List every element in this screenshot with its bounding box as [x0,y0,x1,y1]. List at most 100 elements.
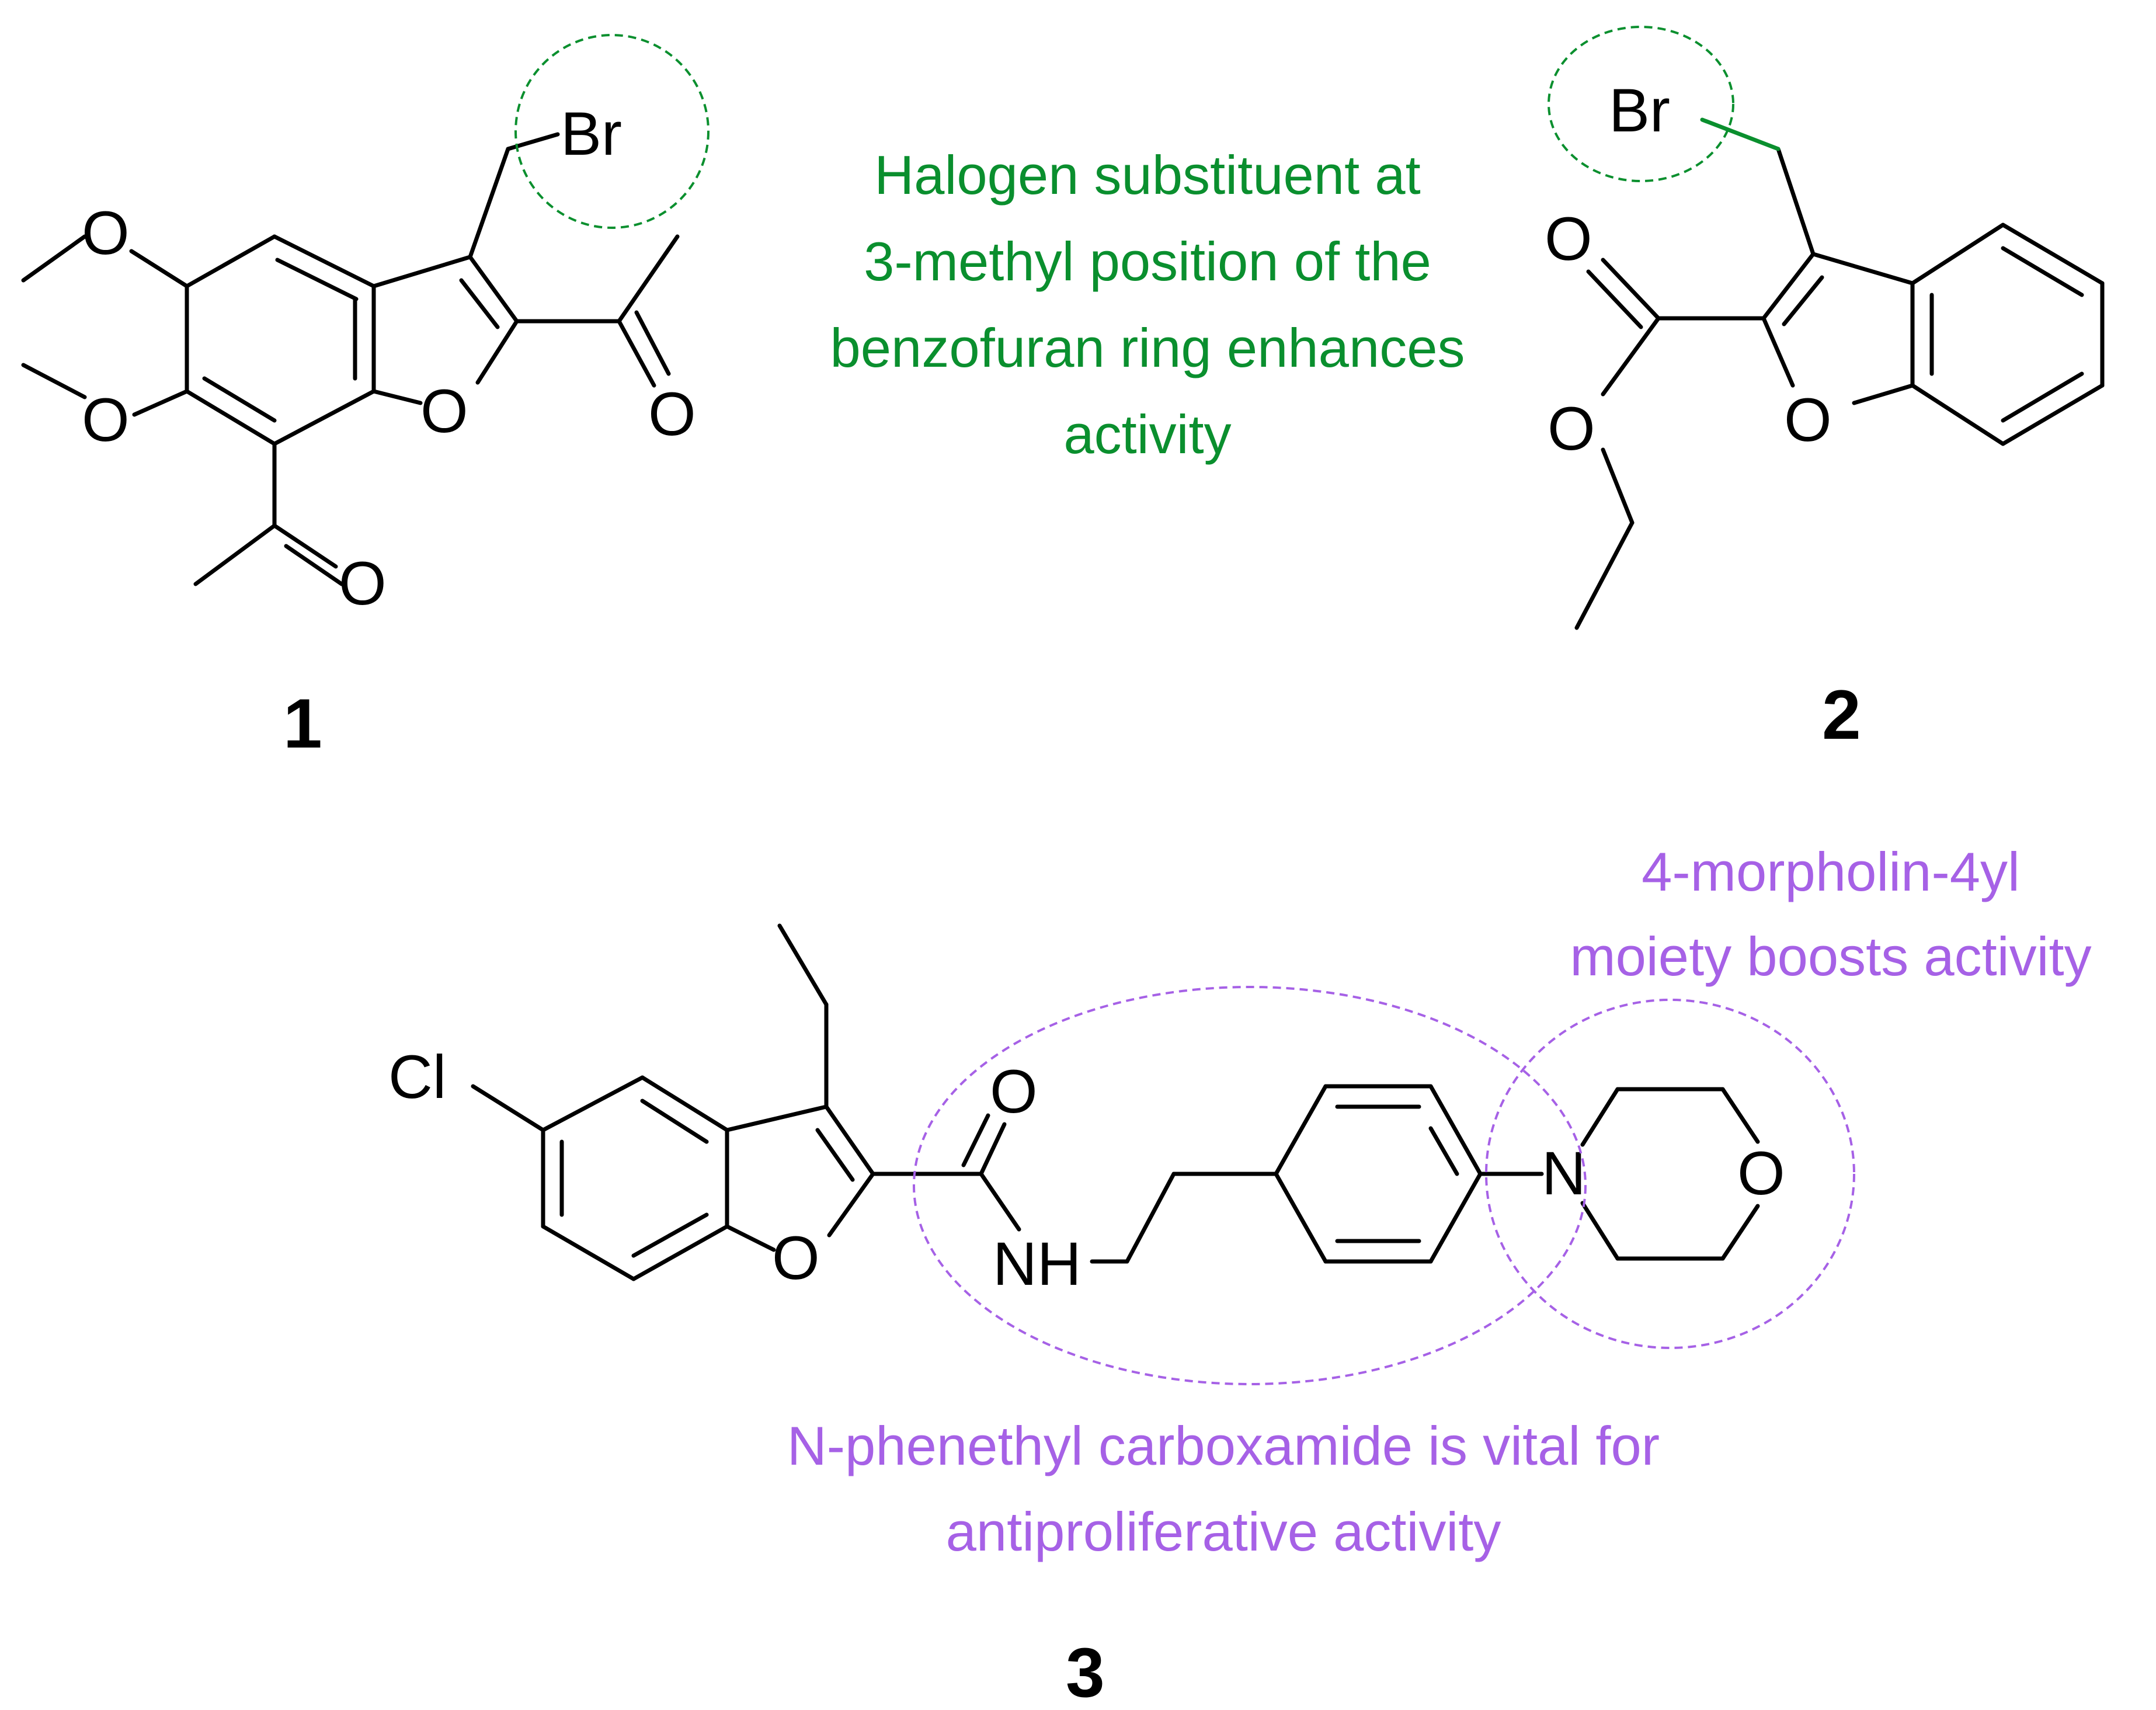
bond [1580,1201,1620,1261]
bond [132,389,189,417]
halogen-annotation: Halogen substituent at 3-methyl position… [830,144,1465,465]
bond [1125,1172,1176,1264]
compound-2-structure: Br O O O [1545,77,2105,630]
bond [777,923,829,1007]
bond [1428,1126,1459,1176]
annotation-line: Halogen substituent at [874,144,1420,206]
atom-o: O [1737,1139,1785,1208]
annotation-line: 3-methyl position of the [864,231,1431,292]
annotation-line: N-phenethyl carboxamide is vital for [787,1415,1660,1476]
compound-1-number: 1 [283,684,322,763]
atom-o: O [82,386,130,454]
bond [1852,383,1915,405]
bond [471,1084,545,1132]
halogen-highlight-circle [514,34,710,229]
bond [1776,147,1816,256]
bond [1574,520,1635,630]
bond [640,1075,729,1132]
atom-o: O [339,550,387,618]
bond [1910,383,2005,446]
bond [272,389,376,446]
bond [1720,1087,1760,1144]
bond [979,1172,1021,1232]
bond [2001,223,2105,286]
atom-o: O [1548,395,1595,463]
bond [617,319,656,388]
bond [2001,383,2105,446]
annotation-line: activity [1063,404,1231,465]
bond [979,1122,1007,1176]
annotation-line: benzofuran ring enhances [830,317,1465,378]
bond [631,1224,729,1281]
bond [1274,1172,1328,1264]
atom-o: O [1545,205,1592,273]
bond [640,1099,709,1144]
atom-br: Br [1609,77,1670,145]
bond [468,255,519,324]
carboxamide-highlight-circle [913,986,1587,1385]
bond [815,1128,855,1182]
atom-n: N [1542,1139,1586,1208]
bond [1761,316,1795,388]
bond [185,234,277,289]
bond [21,234,87,283]
bond [631,1212,709,1258]
bond [275,258,359,301]
bond [1811,252,1915,286]
bond [2001,371,2084,423]
atom-o: O [420,377,468,446]
bond [1601,258,1661,321]
bond [1428,1084,1483,1176]
bond [1274,1084,1328,1176]
atom-o: O [82,199,130,267]
bond [1761,252,1816,321]
bond [541,1224,636,1281]
atom-o: O [648,380,696,449]
annotation-line: moiety boosts activity [1570,926,2091,987]
compound-3-number: 3 [1066,1633,1105,1710]
bond [2001,246,2084,297]
bond [1586,269,1643,329]
bond [617,234,680,324]
carboxamide-annotation: N-phenethyl carboxamide is vital for ant… [787,1415,1660,1562]
morpholine-highlight-circle [1485,999,1855,1349]
atom-o: O [772,1224,820,1292]
bond [725,1224,776,1252]
compound-1-structure: Br O O O O O [21,100,696,618]
atom-nh: NH [993,1230,1082,1298]
bond [459,278,500,329]
morpholine-annotation: 4-morpholin-4yl moiety boosts activity [1570,841,2091,987]
compound-3-structure: Cl O O NH N O [388,923,1785,1298]
atom-o: O [1784,386,1832,454]
bond [185,389,277,446]
bond [371,389,423,405]
halogen-highlight-circle [1548,26,1734,182]
bond [272,523,338,569]
bond [272,234,376,289]
bond [475,319,519,385]
annotation-line: 4-morpholin-4yl [1642,841,2020,902]
bond [371,255,472,289]
bond [1700,117,1781,151]
compound-2-number: 2 [1822,676,1861,754]
bond [1580,1087,1620,1147]
bond [1910,223,2005,286]
atom-o: O [990,1058,1038,1126]
bond [634,310,671,376]
bond [725,1104,829,1132]
atom-br: Br [561,100,622,168]
bond [541,1075,645,1132]
atom-cl: Cl [388,1043,446,1111]
bond [284,544,344,586]
bond [1601,316,1661,397]
bond [202,376,277,423]
bond [827,1172,875,1238]
bond [824,1104,875,1176]
annotation-line: antiproliferative activity [946,1501,1501,1562]
bond [21,363,87,399]
bond [961,1113,990,1167]
bond [1782,275,1824,326]
bond [1720,1204,1760,1261]
